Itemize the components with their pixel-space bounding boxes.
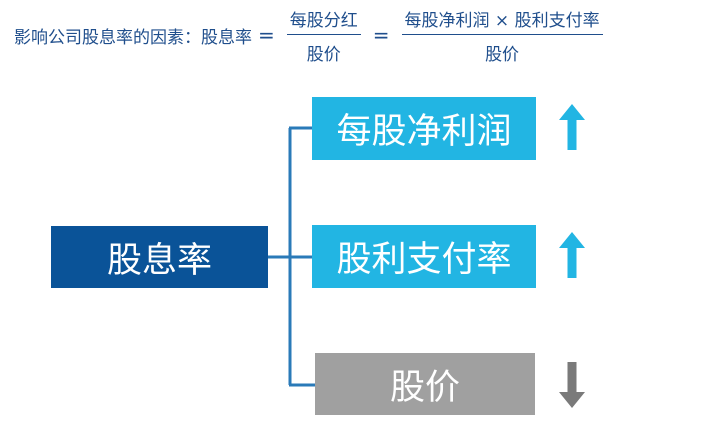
factor-node-share-price: 股价 (315, 353, 535, 415)
arrow-down-icon (559, 362, 585, 408)
arrow-up-icon (559, 232, 585, 278)
equals-sign: = (258, 23, 275, 47)
factor-node-eps: 每股净利润 (312, 97, 536, 160)
fraction-dividend-per-share: 每股分红 股价 (286, 6, 361, 65)
formula-lhs: 股息率 (201, 27, 252, 48)
factor-node-label: 股价 (389, 367, 460, 408)
factor-node-label: 股利支付率 (336, 240, 512, 280)
equals-sign: = (372, 23, 390, 47)
factor-node-payout-ratio: 股利支付率 (312, 225, 536, 288)
root-node-label: 股息率 (106, 240, 212, 281)
fraction-numerator: 每股分红 (286, 6, 361, 35)
formula-prefix: 影响公司股息率的因素： (14, 27, 201, 48)
formula: 影响公司股息率的因素： 股息率 = 每股分红 股价 = 每股净利润 × 股利支付… (14, 4, 609, 66)
fraction-numerator: 每股净利润 × 股利支付率 (401, 6, 603, 35)
arrow-up-icon (559, 104, 585, 150)
fraction-denominator: 股价 (485, 44, 520, 65)
factor-node-label: 每股净利润 (336, 112, 512, 152)
root-node-dividend-yield: 股息率 (51, 226, 268, 288)
fraction-denominator: 股价 (306, 44, 341, 65)
fraction-eps-payout: 每股净利润 × 股利支付率 股价 (401, 6, 603, 65)
